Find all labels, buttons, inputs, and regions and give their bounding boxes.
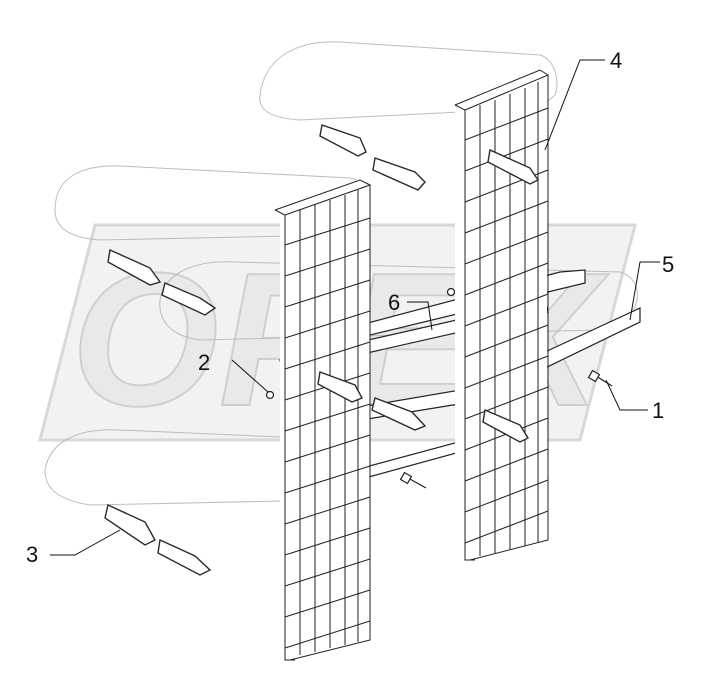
strap-lower-a: [104, 504, 156, 546]
strap-mid-a: [317, 371, 363, 403]
strap-mid-b: [371, 397, 427, 431]
strap-upper-b: [161, 282, 217, 316]
bolt-1: [587, 369, 613, 387]
leader-3: [50, 529, 121, 556]
nut-2: [265, 390, 275, 400]
leader-lines: [50, 59, 660, 556]
callout-3: 3: [26, 542, 38, 567]
strap-top-a: [319, 124, 367, 157]
right-panel-rung: [464, 324, 549, 358]
left-panel-rung: [284, 496, 371, 525]
right-panel-rung: [464, 386, 549, 420]
right-panel-rung: [464, 293, 549, 327]
left-panel-rung: [284, 248, 371, 277]
left-panel-rung: [284, 465, 371, 494]
right-panel-rung: [464, 107, 549, 141]
mesh-panel-left: [274, 179, 371, 661]
leader-5: [629, 261, 660, 321]
leader-6: [407, 301, 433, 331]
strap-right-a: [482, 409, 529, 443]
left-panel-rung: [284, 279, 371, 308]
callout-5: 5: [662, 252, 674, 277]
nut-6: [446, 287, 456, 297]
callout-4: 4: [610, 48, 622, 73]
left-panel-rung: [284, 310, 371, 339]
strap-top-b: [372, 157, 426, 191]
strap-lower-b: [157, 538, 212, 576]
callout-6: 6: [388, 290, 400, 315]
right-panel-rung: [464, 479, 549, 513]
right-panel-rung: [464, 138, 549, 172]
callout-2: 2: [198, 350, 210, 375]
left-panel-rung: [284, 558, 371, 587]
left-panel-rung: [284, 589, 371, 618]
leader-4: [544, 59, 605, 151]
right-panel-rung: [464, 510, 549, 544]
straps: [104, 124, 540, 576]
strap-right-b: [487, 148, 540, 185]
right-panel-rung: [464, 200, 549, 234]
bolt-lower: [399, 471, 427, 489]
callouts: 1 2 3 4 5 6: [26, 48, 674, 567]
right-panel-rung: [464, 231, 549, 265]
bale-top: [259, 41, 558, 121]
left-panel-rung: [284, 403, 371, 432]
right-panel-rung: [464, 448, 549, 482]
leader-1: [605, 379, 648, 411]
right-panel-rung: [464, 262, 549, 296]
left-panel-rung: [284, 434, 371, 463]
right-panel-rung: [464, 355, 549, 389]
left-panel-rung: [284, 527, 371, 556]
left-panel-rung: [284, 217, 371, 246]
leader-2: [231, 359, 269, 393]
fasteners: [265, 287, 613, 489]
mesh-panel-right: [454, 69, 549, 561]
left-panel-rung: [284, 620, 371, 649]
strap-upper-a: [107, 248, 162, 286]
left-panel-rung: [284, 341, 371, 370]
callout-1: 1: [652, 398, 664, 423]
